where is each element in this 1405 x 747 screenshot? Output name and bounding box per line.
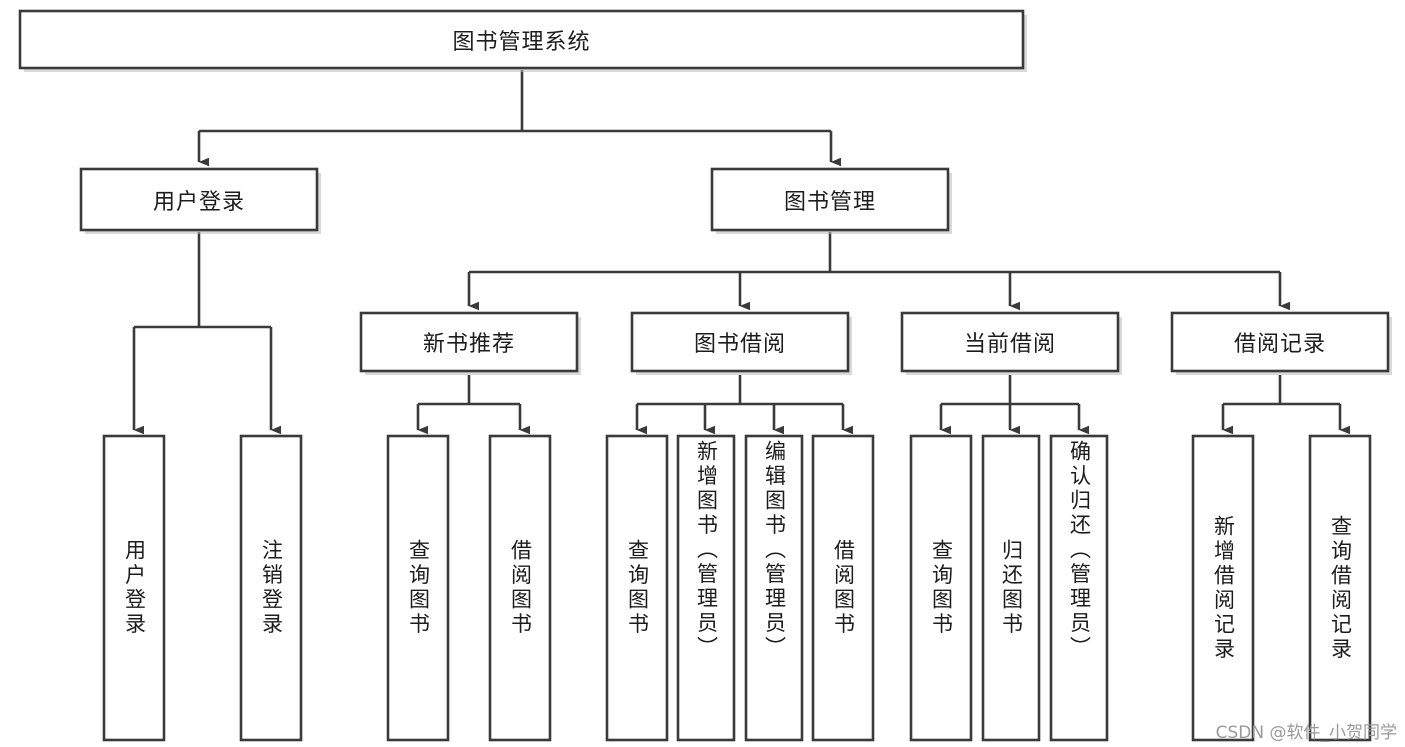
node-leaf-user-logout[interactable]: [239, 434, 303, 742]
node-leaf-edit-book[interactable]: [744, 434, 804, 742]
node-borrow-record[interactable]: [1170, 311, 1390, 373]
node-leaf-query-record[interactable]: [1308, 434, 1372, 742]
node-leaf-add-book[interactable]: [676, 434, 736, 742]
node-book-management[interactable]: [710, 167, 950, 232]
node-leaf-query-book-3[interactable]: [909, 434, 973, 742]
node-leaf-borrow-book-2[interactable]: [811, 434, 875, 742]
node-leaf-query-book-1[interactable]: [386, 434, 450, 742]
node-leaf-borrow-book-1[interactable]: [488, 434, 552, 742]
node-book-borrow[interactable]: [630, 311, 850, 373]
node-leaf-user-login[interactable]: [102, 434, 166, 742]
node-root[interactable]: [18, 9, 1025, 70]
node-group: [18, 9, 1392, 742]
node-new-book-recommend[interactable]: [359, 311, 579, 373]
node-leaf-confirm-return[interactable]: [1049, 434, 1109, 742]
node-user-login[interactable]: [79, 167, 319, 232]
node-leaf-query-book-2[interactable]: [605, 434, 669, 742]
node-leaf-return-book[interactable]: [981, 434, 1041, 742]
node-leaf-add-record[interactable]: [1191, 434, 1255, 742]
edge-group: [132, 70, 1351, 435]
node-current-borrow[interactable]: [900, 311, 1120, 373]
